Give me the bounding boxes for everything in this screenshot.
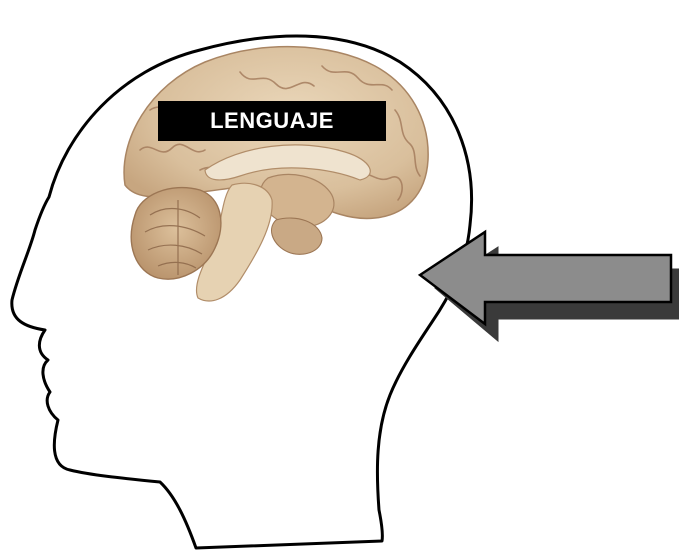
left-arrow-icon: [420, 232, 679, 341]
language-label-box: LENGUAJE: [158, 101, 386, 141]
language-label: LENGUAJE: [210, 110, 334, 132]
